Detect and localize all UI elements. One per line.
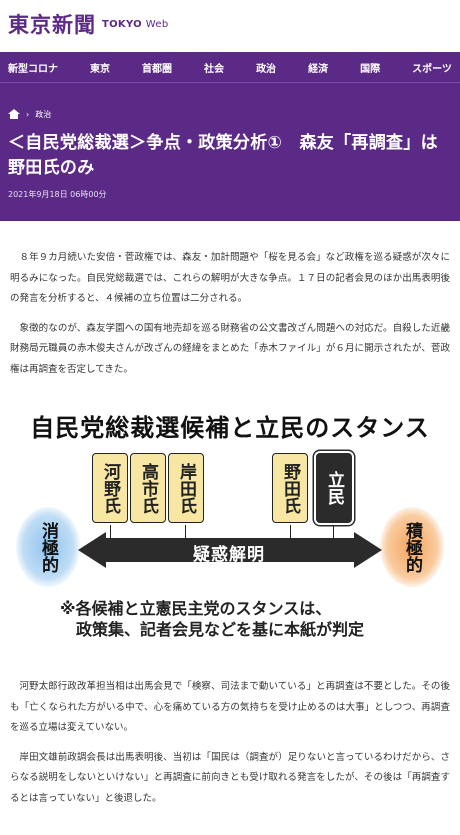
nav-item-economy[interactable]: 経済	[308, 63, 329, 75]
logo-sub-tokyo: TOKYO	[102, 18, 142, 30]
site-header: 東京新聞 TOKYO Web	[0, 0, 460, 48]
nav-item-society[interactable]: 社会	[204, 63, 225, 75]
site-logo[interactable]: 東京新聞	[8, 12, 96, 37]
candidate-kono: 河野氏	[92, 453, 128, 523]
candidate-name: 岸田氏	[176, 462, 196, 514]
article-paragraph: 岸田文雄前政調会長は出馬表明後、当初は「国民は（調査が）足りないと言っているわけ…	[10, 751, 450, 804]
active-label-text: 積極的	[402, 521, 422, 573]
article-title: ＜自民党総裁選＞争点・政策分析① 森友「再調査」は野田氏のみ	[8, 133, 438, 178]
site-logo-sub: TOKYO Web	[102, 19, 168, 30]
article-paragraph: ８年９カ月続いた安倍・菅政権では、森友・加計問題や「桜を見る会」など政権を巡る疑…	[10, 252, 450, 304]
chevron-right-icon: ›	[26, 109, 30, 119]
logo-sub-web: Web	[145, 18, 169, 30]
double-arrow-icon	[78, 532, 382, 568]
candidate-name: 河野氏	[100, 462, 120, 514]
arrow-label: 疑惑解明	[193, 545, 265, 565]
breadcrumb: › 政治	[8, 109, 452, 119]
figure-title: 自民党総裁選候補と立民のスタンス	[30, 414, 430, 442]
article-date: 2021年9月18日 06時00分	[8, 190, 107, 199]
article-paragraph: 河野太郎行政改革担当相は出馬会見で「検察、司法まで動いている」と再調査は不要とし…	[10, 681, 450, 733]
figure-note: ※各候補と立憲民主党のスタンスは、 政策集、記者会見などを基に本紙が判定	[60, 598, 364, 640]
candidate-name: 高市氏	[138, 462, 158, 514]
article-paragraph: 象徴的なのが、森友学園への国有地売却を巡る財務省の公文書改ざん問題への対応だ。自…	[10, 322, 450, 375]
nav-item-tokyo[interactable]: 東京	[90, 63, 111, 75]
article-body-bottom: 河野太郎行政改革担当相は出馬会見で「検察、司法まで動いている」と再調査は不要とし…	[0, 677, 460, 809]
active-label: 積極的	[380, 507, 444, 587]
figure-note-line1: ※各候補と立憲民主党のスタンスは、	[60, 599, 332, 618]
figure-note-line2: 政策集、記者会見などを基に本紙が判定	[76, 620, 365, 639]
candidate-takaichi: 高市氏	[130, 453, 166, 523]
article-header: › 政治 ＜自民党総裁選＞争点・政策分析① 森友「再調査」は野田氏のみ 2021…	[0, 82, 460, 221]
nav-item-corona[interactable]: 新型コロナ	[8, 63, 58, 75]
nav-item-international[interactable]: 国際	[360, 63, 381, 75]
candidate-noda: 野田氏	[272, 453, 308, 523]
home-icon[interactable]	[8, 109, 20, 119]
nav-item-politics[interactable]: 政治	[256, 63, 277, 75]
passive-label: 消極的	[16, 507, 80, 587]
candidate-kishida: 岸田氏	[168, 453, 204, 523]
nav-bar: 新型コロナ 東京 首都圏 社会 政治 経済 国際 スポーツ	[0, 52, 460, 82]
stance-figure: 自民党総裁選候補と立民のスタンス 河野氏 高市氏 岸田氏 野田氏 立民 消極的 …	[16, 405, 444, 650]
nav-item-sports[interactable]: スポーツ	[412, 63, 452, 75]
party-rikken: 立民	[316, 453, 352, 523]
candidate-name: 立民	[324, 471, 344, 505]
breadcrumb-current[interactable]: 政治	[35, 109, 52, 119]
nav-item-metropolitan[interactable]: 首都圏	[142, 63, 173, 75]
article-body-top: ８年９カ月続いた安倍・菅政権では、森友・加計問題や「桜を見る会」など政権を巡る疑…	[0, 248, 460, 380]
candidate-name: 野田氏	[280, 462, 300, 514]
passive-label-text: 消極的	[38, 521, 58, 573]
